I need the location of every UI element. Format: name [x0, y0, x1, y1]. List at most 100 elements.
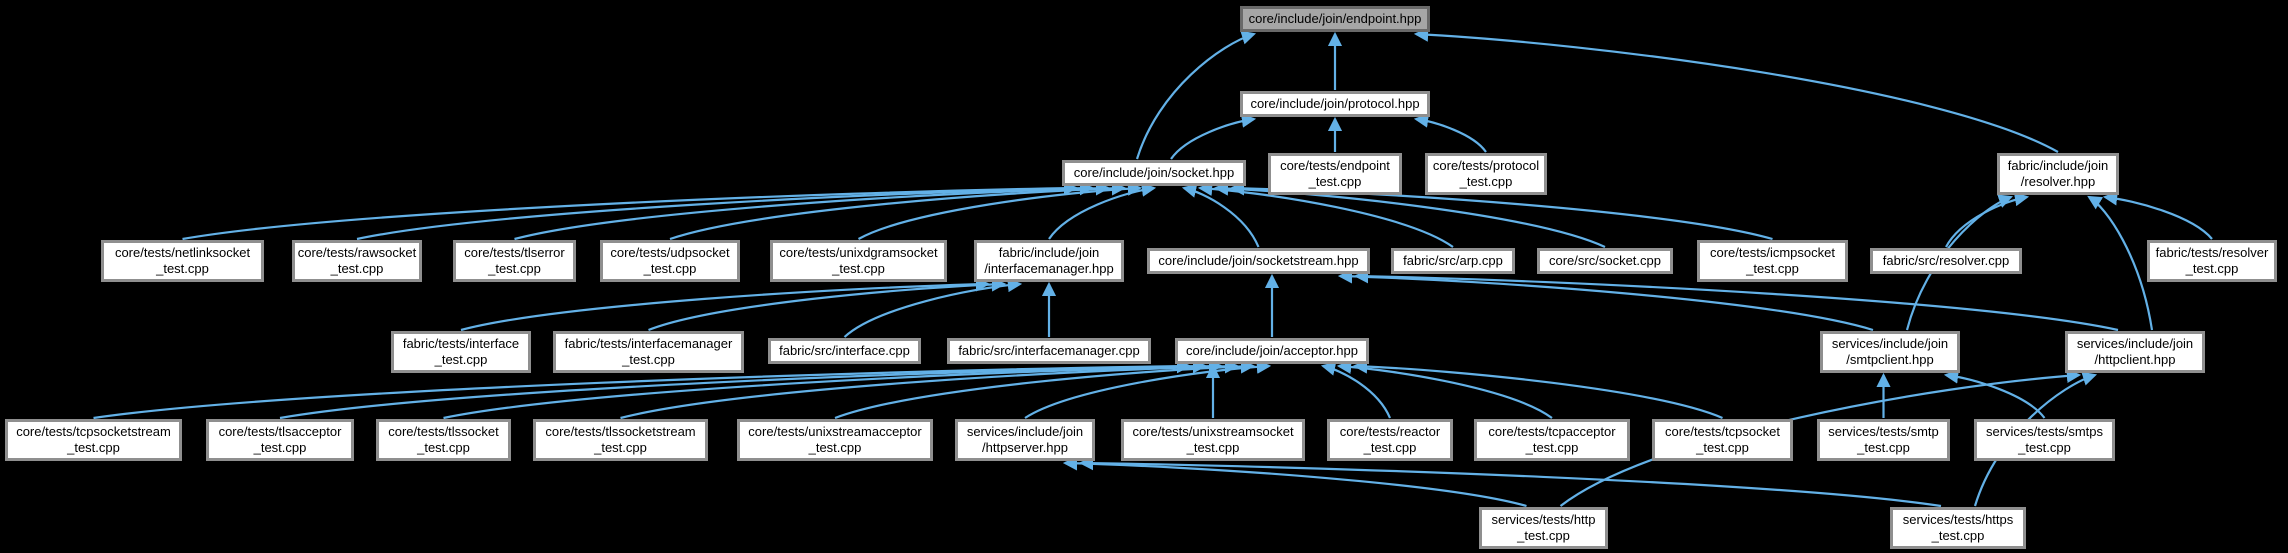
- node-label-line: core/tests/protocol: [1432, 158, 1540, 173]
- node-label-line: services/include/join: [966, 424, 1084, 439]
- edge-smtpclient-to-socketstream: [1337, 269, 1874, 332]
- node-tcpacceptor_test[interactable]: core/tests/tcpacceptor_test.cpp: [1474, 419, 1630, 461]
- node-label-line: fabric/src/arp.cpp: [1403, 253, 1503, 268]
- node-label-line: fabric/tests/interface: [402, 336, 520, 351]
- node-label-line: core/src/socket.cpp: [1549, 253, 1661, 268]
- node-label-line: _test.cpp: [330, 261, 384, 276]
- node-label-line: services/tests/http: [1491, 512, 1596, 527]
- node-tlssocket_test[interactable]: core/tests/tlssocket_test.cpp: [376, 419, 511, 461]
- node-label-line: _test.cpp: [434, 352, 488, 367]
- node-label-line: _test.cpp: [1746, 261, 1799, 276]
- node-rawsocket_test[interactable]: core/tests/rawsocket_test.cpp: [292, 240, 422, 282]
- node-label-line: fabric/src/interfacemanager.cpp: [958, 343, 1140, 358]
- node-acceptor[interactable]: core/include/join/acceptor.hpp: [1175, 338, 1369, 364]
- node-socketstream[interactable]: core/include/join/socketstream.hpp: [1147, 248, 1370, 274]
- node-label-line: core/tests/tlssocketstream: [545, 424, 696, 439]
- edge-https_test-to-httpclient: [1973, 371, 2098, 507]
- node-httpserver[interactable]: services/include/join/httpserver.hpp: [955, 419, 1095, 461]
- edge-httpclient-to-resolver: [2087, 195, 2154, 331]
- node-label-line: core/tests/netlinksocket: [114, 245, 251, 260]
- node-label-line: _test.cpp: [156, 261, 209, 276]
- node-label-line: /httpclient.hpp: [2094, 352, 2176, 367]
- node-label-line: _test.cpp: [1931, 528, 1985, 543]
- edge-resolver-to-endpoint: [1413, 27, 2059, 153]
- node-smtpclient[interactable]: services/include/join/smtpclient.hpp: [1820, 331, 1960, 373]
- node-label-line: _test.cpp: [2185, 261, 2239, 276]
- node-label-line: services/tests/smtps: [1985, 424, 2104, 439]
- node-label-line: _test.cpp: [1363, 440, 1417, 455]
- edge-interface_test-to-interfacemanager_hpp: [460, 277, 991, 332]
- edge-httpserver-to-acceptor: [1024, 359, 1272, 419]
- node-endpoint_test[interactable]: core/tests/endpoint_test.cpp: [1268, 153, 1402, 195]
- edge-tlserror_test-to-socket: [514, 181, 1111, 241]
- node-socket[interactable]: core/include/join/socket.hpp: [1062, 160, 1246, 186]
- node-label-line: _test.cpp: [67, 440, 120, 455]
- node-label-line: _test.cpp: [622, 352, 675, 367]
- node-icmpsocket_test[interactable]: core/tests/icmpsocket_test.cpp: [1697, 240, 1848, 282]
- node-resolver[interactable]: fabric/include/join/resolver.hpp: [1997, 153, 2119, 195]
- dependency-edges: [93, 27, 2213, 508]
- edge-socket-to-protocol: [1170, 113, 1257, 160]
- node-label-line: core/tests/unixstreamacceptor: [748, 424, 922, 439]
- node-label-line: core/include/join/endpoint.hpp: [1248, 11, 1422, 26]
- edge-protocol_test-to-protocol: [1413, 113, 1487, 153]
- node-resolver_cpp[interactable]: fabric/src/resolver.cpp: [1870, 248, 2022, 274]
- node-smtps_test[interactable]: services/tests/smtps_test.cpp: [1974, 419, 2115, 461]
- node-smtp_test[interactable]: services/tests/smtp_test.cpp: [1817, 419, 1950, 461]
- node-tlserror_test[interactable]: core/tests/tlserror_test.cpp: [453, 240, 576, 282]
- node-label-line: _test.cpp: [643, 261, 697, 276]
- node-label-line: _test.cpp: [1459, 174, 1513, 189]
- node-label-line: fabric/src/interface.cpp: [779, 343, 910, 358]
- node-https_test[interactable]: services/tests/https_test.cpp: [1890, 507, 2026, 549]
- node-tcpsocket_test[interactable]: core/tests/tcpsocket_test.cpp: [1652, 419, 1793, 461]
- node-label-line: services/tests/https: [1902, 512, 2014, 527]
- node-resolver_test[interactable]: fabric/tests/resolver_test.cpp: [2147, 240, 2277, 282]
- node-arp_cpp[interactable]: fabric/src/arp.cpp: [1391, 248, 1515, 274]
- node-label-line: core/tests/endpoint: [1280, 158, 1390, 173]
- node-http_test[interactable]: services/tests/http_test.cpp: [1479, 507, 1608, 549]
- node-label-line: /interfacemanager.hpp: [984, 261, 1114, 276]
- edge-unixdgramsocket_test-to-socket: [857, 181, 1143, 240]
- node-label-line: _test.cpp: [2018, 440, 2071, 455]
- node-interface_test[interactable]: fabric/tests/interface_test.cpp: [391, 331, 531, 373]
- node-tlsacceptor_test[interactable]: core/tests/tlsacceptor_test.cpp: [206, 419, 354, 461]
- node-label-line: services/tests/smtp: [1828, 424, 1939, 439]
- node-unixstreamacceptor_test[interactable]: core/tests/unixstreamacceptor_test.cpp: [737, 419, 933, 461]
- node-interface_cpp[interactable]: fabric/src/interface.cpp: [768, 338, 921, 364]
- node-netlinksocket_test[interactable]: core/tests/netlinksocket_test.cpp: [101, 240, 264, 282]
- node-label-line: core/include/join/acceptor.hpp: [1185, 343, 1358, 358]
- node-protocol[interactable]: core/include/join/protocol.hpp: [1240, 91, 1430, 117]
- edge-interface_cpp-to-interfacemanager_hpp: [843, 277, 1023, 338]
- node-label-line: core/include/join/socket.hpp: [1073, 165, 1235, 180]
- edge-unixstreamacceptor_test-to-acceptor: [834, 359, 1256, 420]
- edge-interfacemanager_test-to-interfacemanager_hpp: [648, 277, 1007, 332]
- node-tlssocketstream_test[interactable]: core/tests/tlssocketstream_test.cpp: [533, 419, 708, 461]
- node-label-line: _test.cpp: [1186, 440, 1240, 455]
- node-unixstreamsocket_test[interactable]: core/tests/unixstreamsocket_test.cpp: [1121, 419, 1305, 461]
- node-label-line: _test.cpp: [832, 261, 885, 276]
- node-interfacemanager_hpp[interactable]: fabric/include/join/interfacemanager.hpp: [974, 240, 1124, 282]
- node-label-line: core/tests/tcpsocket: [1665, 424, 1780, 439]
- edge-http_test-to-httpclient: [1559, 368, 2082, 507]
- edge-netlinksocket_test-to-socket: [182, 181, 1079, 241]
- node-interfacemanager_test[interactable]: fabric/tests/interfacemanager_test.cpp: [553, 331, 744, 373]
- node-label-line: /resolver.hpp: [2020, 174, 2096, 189]
- node-unixdgramsocket_test[interactable]: core/tests/unixdgramsocket_test.cpp: [770, 240, 947, 282]
- node-httpclient[interactable]: services/include/join/httpclient.hpp: [2065, 331, 2205, 373]
- node-reactor_test[interactable]: core/tests/reactor_test.cpp: [1327, 419, 1453, 461]
- edge-interfacemanager_hpp-to-socket: [1048, 182, 1157, 240]
- edge-socket_cpp-to-socket: [1213, 181, 1606, 248]
- node-label-line: _test.cpp: [488, 261, 541, 276]
- node-label-line: services/include/join: [1831, 336, 1949, 351]
- node-label-line: _test.cpp: [1517, 528, 1570, 543]
- edge-tcpsocket_test-to-acceptor: [1352, 359, 1723, 420]
- node-interfacemanager_cpp[interactable]: fabric/src/interfacemanager.cpp: [947, 338, 1151, 364]
- node-label-line: core/tests/tlserror: [464, 245, 565, 260]
- node-udpsocket_test[interactable]: core/tests/udpsocket_test.cpp: [600, 240, 740, 282]
- node-protocol_test[interactable]: core/tests/protocol_test.cpp: [1425, 153, 1547, 195]
- node-label-line: core/tests/unixdgramsocket: [779, 245, 938, 260]
- edge-rawsocket_test-to-socket: [356, 181, 1095, 241]
- node-socket_cpp[interactable]: core/src/socket.cpp: [1537, 248, 1673, 274]
- edge-icmpsocket_test-to-socket: [1229, 181, 1773, 241]
- node-tcpsocketstream_test[interactable]: core/tests/tcpsocketstream_test.cpp: [5, 419, 182, 461]
